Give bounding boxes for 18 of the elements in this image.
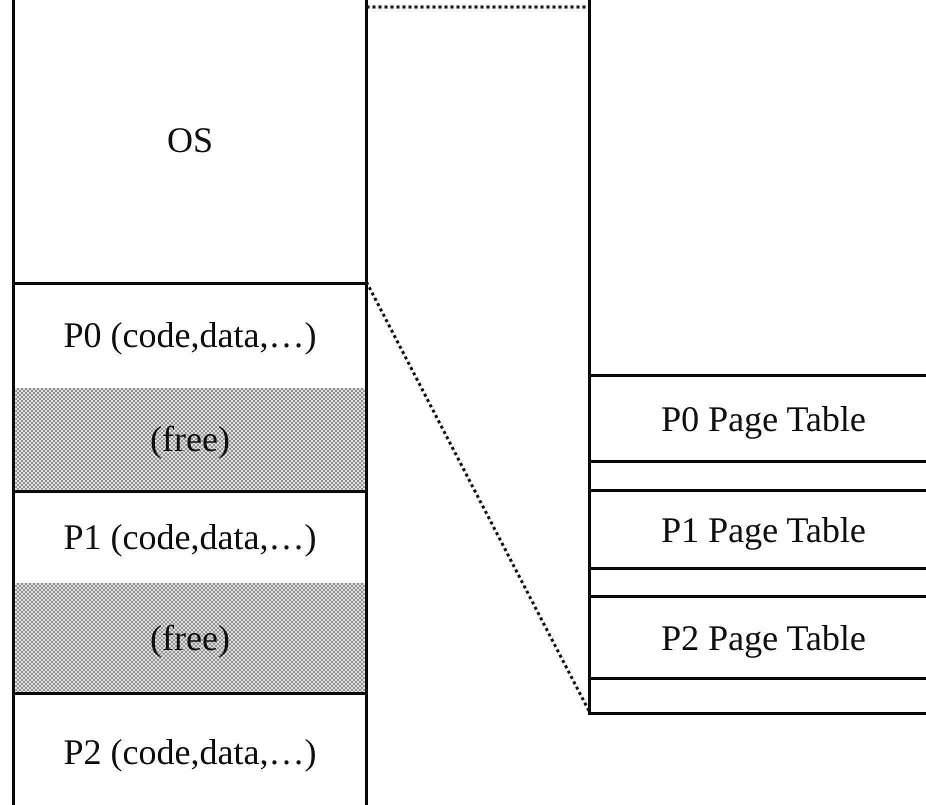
zoomed-memory-column xyxy=(588,0,926,715)
region-label: P0 Page Table xyxy=(661,398,866,440)
region-label: OS xyxy=(166,118,214,160)
region-label: P0 (code,data,…) xyxy=(64,314,316,356)
page-table-box xyxy=(591,489,926,570)
free-memory-region xyxy=(12,388,368,493)
region-label: P1 (code,data,…) xyxy=(64,516,316,558)
memory-region xyxy=(12,692,368,805)
region-label: P2 Page Table xyxy=(661,616,866,658)
page-table-box xyxy=(591,374,926,463)
region-label: (free) xyxy=(150,616,230,658)
region-label: P1 Page Table xyxy=(661,508,866,550)
region-label: P2 (code,data,…) xyxy=(64,731,316,773)
zoom-guide-line xyxy=(365,281,591,713)
page-table-box xyxy=(591,595,926,680)
region-label: (free) xyxy=(150,418,230,460)
memory-region xyxy=(12,0,368,285)
free-memory-region xyxy=(12,583,368,695)
